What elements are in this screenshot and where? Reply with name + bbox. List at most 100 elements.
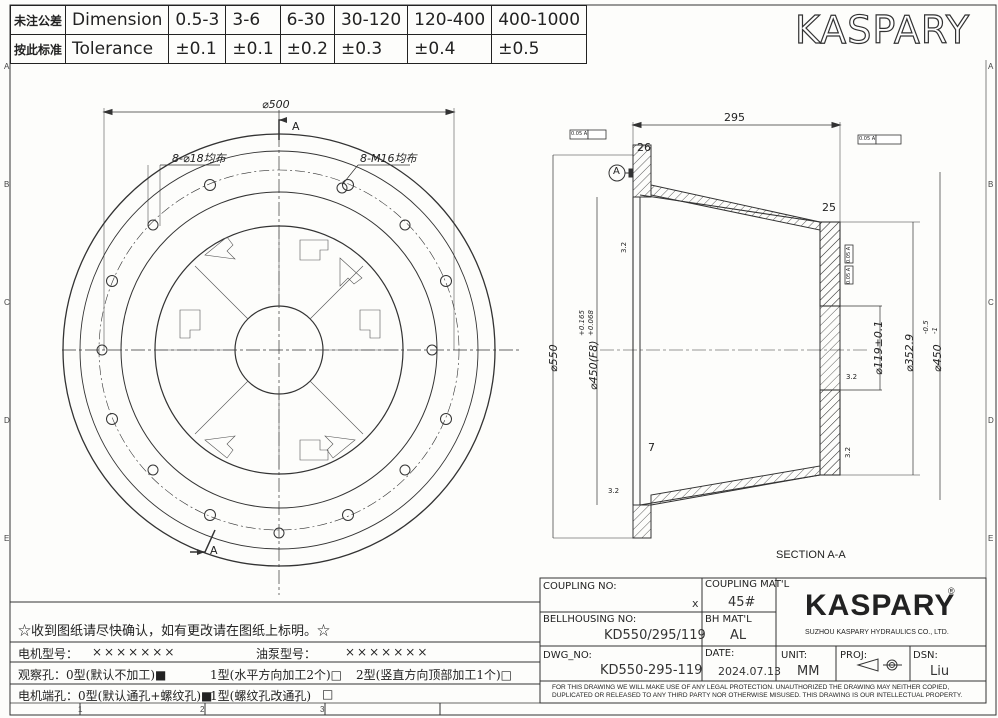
row2-label: Tolerance [65, 34, 170, 64]
section-mark-bottom: A [210, 544, 218, 557]
company-logo: KASPARY [805, 589, 956, 622]
dsn-label: DSN: [913, 650, 938, 661]
zone-row-label: D [988, 416, 994, 425]
gtol-frame: 0.05 A [571, 131, 588, 137]
zone-row-label: A [988, 62, 994, 71]
bh-mat-label: BH MAT'L [705, 614, 752, 625]
projection-icon [856, 658, 902, 672]
confirm-note: ☆收到图纸请尽快确认，如有更改请在图纸上标明。☆ [18, 624, 331, 639]
bolt-circle [98, 169, 460, 531]
end-hole-option: 电机端孔：0型(默认通孔+螺纹孔)■ [18, 689, 213, 703]
zone-row-label: D [4, 416, 10, 425]
title-block-grid [10, 577, 987, 704]
registered-mark: ® [948, 586, 955, 596]
gtol-frame: 0.05 A [859, 136, 876, 142]
tol-lower-f8: +0.068 [587, 310, 595, 336]
bellhousing-no-label: BELLHOUSING NO: [543, 614, 637, 625]
tol-cell: ±0.3 [333, 34, 409, 64]
dim-dia-550: ⌀550 [547, 344, 560, 372]
tol-cell: ±0.5 [491, 34, 588, 64]
dwg-no-value: KD550-295-119 [600, 663, 703, 678]
dim-holes: 8-⌀18均布 [172, 152, 226, 165]
datum-label: A [613, 166, 620, 177]
row1-label-cn: 未注公差 [9, 5, 67, 35]
tol-lower-450: -1 [931, 327, 939, 334]
end-hole-option: 1型(螺纹孔改通孔) [210, 689, 311, 703]
zone-row-label: E [988, 534, 994, 543]
range-cell: 3-6 [225, 5, 281, 35]
tol-upper-450: -0.5 [922, 320, 930, 334]
motor-value: ××××××× [92, 645, 177, 659]
company-name: SUZHOU KASPARY HYDRAULICS CO., LTD. [805, 629, 949, 636]
tolerance-row: 按此标准 Tolerance ±0.1 ±0.1 ±0.2 ±0.3 ±0.4 … [9, 34, 588, 64]
brand-logo-top: KASPARY [794, 7, 971, 52]
section-mark-top: A [292, 120, 300, 133]
dim-dia-450: ⌀450 [931, 344, 944, 372]
coupling-mat-label: COUPLING MAT'L [705, 579, 790, 590]
date-value: 2024.07.13 [718, 665, 781, 678]
zone-row-label: B [988, 180, 994, 189]
range-cell: 6-30 [279, 5, 335, 35]
tolerance-table: 未注公差 Dimension 0.5-3 3-6 6-30 30-120 120… [9, 5, 588, 64]
disclaimer-line: FOR THIS DRAWING WE WILL MAKE USE OF ANY… [552, 684, 950, 691]
bh-mat-value: AL [730, 628, 747, 643]
zone-col-label: 1 [78, 705, 83, 714]
tol-cell: ±0.1 [225, 34, 281, 64]
unit-label: UNIT: [781, 650, 808, 661]
tol-cell: ±0.1 [168, 34, 227, 64]
zone-row-label: B [4, 180, 10, 189]
tol-cell: ±0.2 [279, 34, 335, 64]
roughness-mark: 3.2 [846, 373, 858, 381]
unit-value: MM [797, 664, 820, 679]
section-view [552, 121, 941, 539]
zone-col-label: 3 [320, 705, 325, 714]
range-cell: 30-120 [333, 5, 409, 35]
gtol-frame: 0.05 A [846, 267, 852, 284]
dim-flange-thickness: 26 [637, 141, 651, 154]
dim-tapped-holes: 8-M16均布 [360, 152, 417, 165]
end-hole-checkbox: □ [322, 687, 334, 701]
tol-cell: ±0.4 [407, 34, 493, 64]
coupling-mat-value: 45# [728, 595, 756, 610]
zone-row-label: E [4, 534, 10, 543]
dimension-row: 未注公差 Dimension 0.5-3 3-6 6-30 30-120 120… [9, 5, 588, 35]
dim-dia-119: ⌀119±0.1 [872, 320, 885, 375]
gtol-frame: 0.05 A [846, 246, 852, 263]
dwg-no-label: DWG_NO: [543, 650, 592, 661]
proj-label: PROJ: [840, 650, 868, 661]
zone-row-label: C [988, 298, 994, 307]
range-cell: 0.5-3 [168, 5, 227, 35]
motor-label: 电机型号： [18, 647, 79, 661]
zone-row-label: A [4, 62, 10, 71]
observation-hole-option: 观察孔：0型(默认不加工)■ [18, 668, 167, 682]
dim-length: 295 [724, 111, 745, 124]
date-label: DATE: [705, 648, 735, 659]
coupling-no-label: COUPLING NO: [543, 581, 617, 592]
zone-row-label: C [4, 298, 10, 307]
roughness-mark: 3.2 [844, 446, 852, 458]
dim-end-thickness: 25 [822, 201, 836, 214]
bellhousing-no-value: KD550/295/119 [604, 628, 706, 643]
front-view [62, 108, 520, 595]
dsn-value: Liu [930, 664, 950, 679]
zone-col-label: 2 [200, 705, 205, 714]
section-caption: SECTION A-A [776, 549, 846, 561]
roughness-mark: 3.2 [608, 487, 620, 495]
roughness-mark: 3.2 [620, 241, 628, 253]
observation-hole-option: 2型(竖直方向顶部加工1个)□ [356, 668, 512, 682]
dim-dia-352: ⌀352.9 [903, 333, 916, 372]
pump-value: ××××××× [345, 645, 430, 659]
observation-hole-option: 1型(水平方向加工2个)□ [210, 668, 342, 682]
dim-dia-450-f8: ⌀450(F8) [587, 340, 600, 390]
row1-label: Dimension [65, 5, 170, 35]
disclaimer-line: DUPLICATED OR RELEASED TO ANY THIRD PART… [552, 692, 963, 699]
row2-label-cn: 按此标准 [9, 34, 67, 64]
tol-upper-f8: +0.165 [578, 310, 586, 336]
range-cell: 400-1000 [491, 5, 588, 35]
coupling-no-value: x [692, 597, 699, 610]
dim-outer-diameter: ⌀500 [262, 98, 290, 111]
pump-label: 油泵型号： [256, 647, 317, 661]
dim-spigot: 7 [648, 441, 655, 454]
range-cell: 120-400 [407, 5, 493, 35]
